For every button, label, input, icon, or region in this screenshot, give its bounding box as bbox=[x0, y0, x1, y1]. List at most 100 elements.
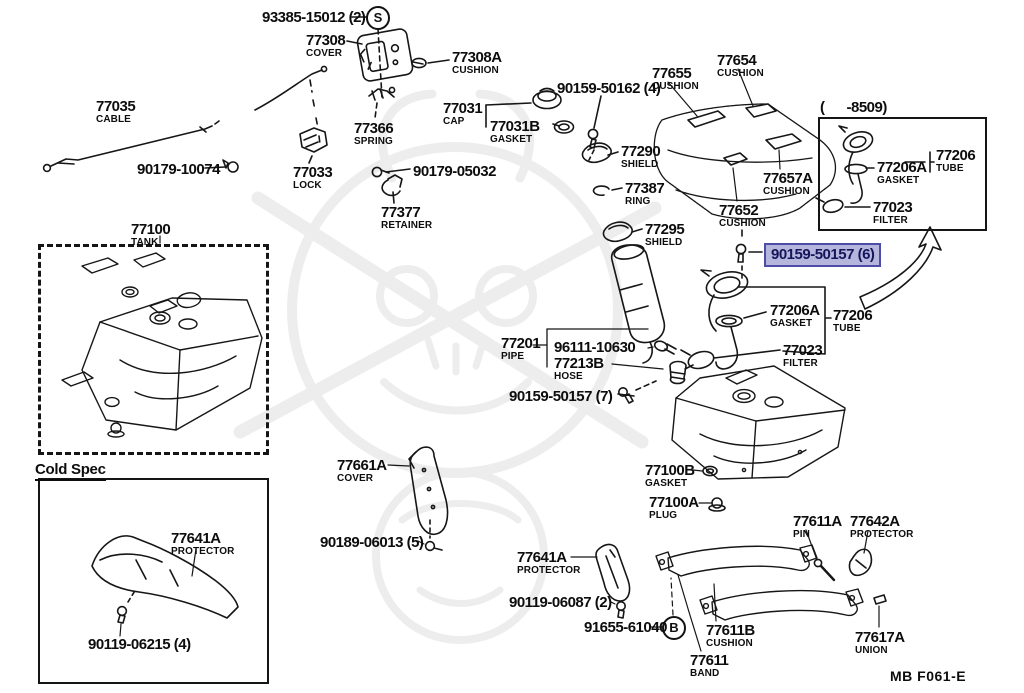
part-name: SHIELD bbox=[645, 237, 683, 249]
part-name: PROTECTOR bbox=[850, 529, 914, 541]
part-number: 77642A bbox=[850, 513, 900, 530]
sender-assembly-art bbox=[680, 229, 832, 370]
retainer-art bbox=[371, 166, 411, 204]
part-name: COVER bbox=[306, 48, 343, 60]
part-number: 77661A bbox=[337, 457, 387, 474]
part-label: 90119-06087 (2) bbox=[509, 595, 612, 611]
part-name: RETAINER bbox=[381, 220, 433, 232]
part-number: 77654 bbox=[717, 52, 757, 69]
filler-pipe-art bbox=[610, 244, 687, 385]
part-name: GASKET bbox=[645, 478, 688, 490]
fuel-cap-art bbox=[485, 87, 575, 134]
part-name: GASKET bbox=[770, 318, 813, 330]
part-number: 77100A bbox=[649, 494, 699, 511]
part-name: PLUG bbox=[649, 510, 678, 522]
shield-77290-art bbox=[581, 142, 619, 164]
part-number: 77206A bbox=[770, 302, 820, 319]
cold-spec-title: Cold Spec bbox=[35, 461, 106, 481]
cold-spec-protector-art bbox=[91, 535, 239, 637]
part-number: 77377 bbox=[381, 204, 421, 221]
part-name: FILTER bbox=[873, 215, 908, 227]
part-number: 77617A bbox=[855, 629, 905, 646]
part-label: 90119-06215 (4) bbox=[88, 637, 191, 653]
part-label: 90159-50162 (4) bbox=[557, 81, 661, 97]
part-number: 77611A bbox=[793, 513, 842, 530]
part-name: UNION bbox=[855, 645, 888, 657]
watermark-mask bbox=[233, 89, 662, 644]
part-number: 77611B bbox=[706, 622, 755, 639]
part-name: PROTECTOR bbox=[171, 546, 235, 558]
shield-77295-art bbox=[602, 221, 643, 243]
part-label: 90159-50157 (7) bbox=[509, 389, 613, 405]
box-8509 bbox=[818, 117, 987, 231]
part-name: RING bbox=[625, 196, 651, 208]
part-number: 90179-05032 bbox=[413, 163, 496, 180]
cold-spec-box bbox=[38, 478, 269, 684]
protector-77642A-art bbox=[848, 530, 873, 577]
pipe-bracket-lines bbox=[532, 328, 664, 370]
sender-8509-art bbox=[815, 125, 935, 214]
cover-77661A-art bbox=[387, 446, 449, 552]
bolt-50157-7-art bbox=[617, 380, 657, 404]
part-number: 77213B bbox=[554, 355, 604, 372]
part-name: TANK bbox=[131, 237, 159, 249]
part-number: 77100B bbox=[645, 462, 695, 479]
part-name: GASKET bbox=[877, 175, 920, 187]
protector-77641A-art bbox=[570, 543, 631, 619]
part-name: CUSHION bbox=[719, 218, 766, 230]
part-name: CAP bbox=[443, 116, 465, 128]
highlighted-part-label[interactable]: 90159-50157 (6) bbox=[764, 243, 882, 267]
band-leader-lines bbox=[649, 574, 717, 652]
part-number: 91655-61040 bbox=[584, 619, 667, 636]
part-name: TUBE bbox=[936, 163, 964, 175]
box-8509-label: ( -8509) bbox=[820, 99, 887, 116]
part-number: 77655 bbox=[652, 65, 692, 82]
union-77617A-art bbox=[873, 594, 887, 628]
spring-art bbox=[368, 86, 396, 119]
part-number: 77031B bbox=[490, 118, 540, 135]
part-name: SPRING bbox=[354, 136, 393, 148]
part-name: FILTER bbox=[783, 358, 818, 370]
circled-s-marker: S bbox=[366, 6, 390, 30]
cable-art bbox=[42, 65, 328, 173]
part-name: COVER bbox=[337, 473, 374, 485]
part-name: CUSHION bbox=[706, 638, 753, 650]
part-label: 90179-10074 bbox=[137, 162, 220, 178]
part-number: 90189-06013 (5) bbox=[320, 534, 424, 551]
part-number: 77023 bbox=[783, 342, 823, 359]
part-label: 90189-06013 (5) bbox=[320, 534, 424, 551]
part-number: 77206A bbox=[877, 159, 927, 176]
part-name: CUSHION bbox=[717, 68, 764, 80]
part-label: 93385-15012 (2) bbox=[262, 10, 366, 26]
part-name: PROTECTOR bbox=[517, 565, 581, 577]
tank-top-view-art bbox=[653, 68, 837, 220]
